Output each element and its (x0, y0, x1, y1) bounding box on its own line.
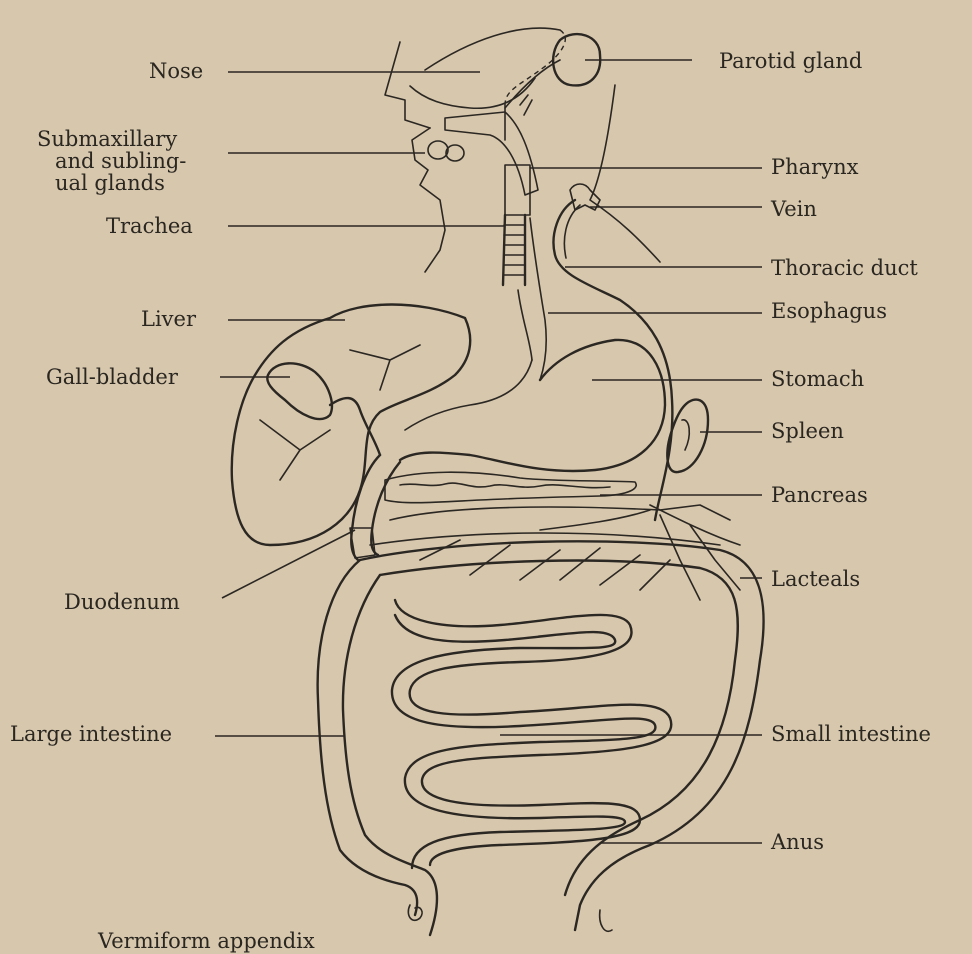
label-submaxillary-line2: and subling- (55, 150, 186, 172)
label-lacteals: Lacteals (771, 568, 860, 590)
label-thoracic-duct: Thoracic duct (771, 257, 918, 279)
label-nose: Nose (149, 60, 203, 82)
label-submaxillary-line1: Submaxillary (37, 128, 177, 150)
trachea-shape (503, 215, 525, 285)
small-intestine-shape (392, 600, 671, 868)
label-parotid-gland: Parotid gland (719, 50, 862, 72)
pancreas-shape (385, 472, 636, 503)
esophagus-stomach (400, 218, 665, 471)
label-stomach: Stomach (771, 368, 864, 390)
label-gall-bladder: Gall-bladder (46, 366, 178, 388)
vein-and-duct (554, 184, 673, 520)
label-duodenum: Duodenum (64, 591, 180, 613)
label-anus: Anus (771, 831, 824, 853)
label-esophagus: Esophagus (771, 300, 887, 322)
liver-shape (232, 305, 470, 546)
label-liver: Liver (141, 308, 196, 330)
label-pharynx: Pharynx (771, 156, 858, 178)
label-trachea: Trachea (106, 215, 193, 237)
leader-lines (215, 60, 762, 843)
label-submaxillary-line3: ual glands (55, 172, 165, 194)
label-small-intestine: Small intestine (771, 723, 931, 745)
label-pancreas: Pancreas (771, 484, 868, 506)
pharynx-region (428, 95, 538, 215)
label-vermiform-appendix: Vermiform appendix (98, 930, 315, 952)
label-vein: Vein (771, 198, 817, 220)
label-spleen: Spleen (771, 420, 844, 442)
lacteals-network (370, 505, 740, 600)
large-intestine-shape (318, 541, 764, 935)
label-large-intestine: Large intestine (10, 723, 172, 745)
parotid-gland-shape (505, 34, 600, 108)
